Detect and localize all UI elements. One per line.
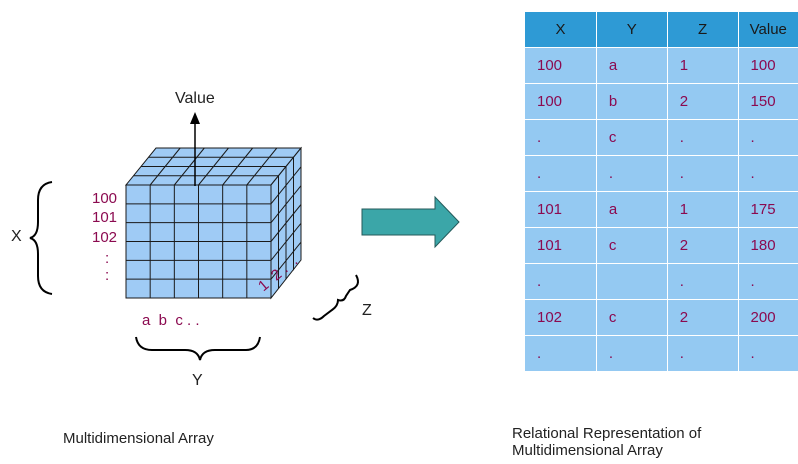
left-caption: Multidimensional Array bbox=[63, 430, 214, 447]
table-cell: 2 bbox=[666, 227, 739, 264]
z-axis-label: Z bbox=[362, 302, 372, 319]
table-cell: 1 bbox=[666, 191, 739, 228]
table-cell: . bbox=[595, 155, 668, 192]
table-cell: 101 bbox=[524, 227, 597, 264]
table-cell: 2 bbox=[666, 299, 739, 336]
y-column-labels: a b c . . bbox=[142, 312, 200, 329]
table-cell: . bbox=[666, 335, 739, 372]
table-cell: a bbox=[595, 191, 668, 228]
table-cell: . bbox=[737, 335, 798, 372]
table-header-row: X Y Z Value bbox=[524, 11, 798, 48]
x-row-label-102: 102 bbox=[92, 229, 118, 246]
header-y: Y bbox=[595, 11, 668, 48]
table-cell: c bbox=[595, 119, 668, 156]
table-cell: c bbox=[595, 227, 668, 264]
table-cell: 100 bbox=[737, 47, 798, 84]
table-cell: 180 bbox=[737, 227, 798, 264]
header-value: Value bbox=[737, 11, 798, 48]
x-axis-label: X bbox=[11, 228, 22, 245]
table-cell: 200 bbox=[737, 299, 798, 336]
table-cell: 150 bbox=[737, 83, 798, 120]
right-caption-line1: Relational Representation of bbox=[512, 425, 702, 442]
table-cell: . bbox=[524, 263, 597, 300]
table-row: ... bbox=[524, 263, 798, 300]
x-row-label-101: 101 bbox=[92, 209, 118, 226]
table-cell: 101 bbox=[524, 191, 597, 228]
table-row: .... bbox=[524, 155, 798, 192]
table-cell: . bbox=[524, 155, 597, 192]
table-cell: 2 bbox=[666, 83, 739, 120]
value-label: Value bbox=[175, 90, 215, 107]
table-cell: 100 bbox=[524, 47, 597, 84]
table-cell: b bbox=[595, 83, 668, 120]
right-caption-line2: Multidimensional Array bbox=[512, 442, 663, 459]
table-cell: . bbox=[524, 335, 597, 372]
table-cell: . bbox=[666, 155, 739, 192]
table-cell bbox=[595, 263, 668, 300]
table-cell: . bbox=[666, 263, 739, 300]
z-brace bbox=[312, 274, 359, 321]
table-row: .c.. bbox=[524, 119, 798, 156]
table-cell: 1 bbox=[666, 47, 739, 84]
table-cell: . bbox=[737, 155, 798, 192]
table-cell: 100 bbox=[524, 83, 597, 120]
table-cell: a bbox=[595, 47, 668, 84]
table-cell: . bbox=[595, 335, 668, 372]
table-cell: . bbox=[737, 119, 798, 156]
x-row-ellipsis: :: bbox=[105, 250, 110, 284]
mapping-arrow bbox=[361, 195, 460, 249]
table-cell: . bbox=[524, 119, 597, 156]
table-row: .... bbox=[524, 335, 798, 372]
value-arrow-head bbox=[190, 112, 200, 124]
table-cell: c bbox=[595, 299, 668, 336]
table-cell: 175 bbox=[737, 191, 798, 228]
table-cell: . bbox=[737, 263, 798, 300]
y-brace bbox=[135, 336, 261, 361]
y-axis-label: Y bbox=[192, 372, 203, 389]
header-z: Z bbox=[666, 11, 739, 48]
table-cell: 102 bbox=[524, 299, 597, 336]
x-brace bbox=[29, 181, 53, 295]
x-row-label-100: 100 bbox=[92, 190, 118, 207]
header-x: X bbox=[524, 11, 597, 48]
cube-diagram bbox=[29, 112, 460, 361]
table-cell: . bbox=[666, 119, 739, 156]
